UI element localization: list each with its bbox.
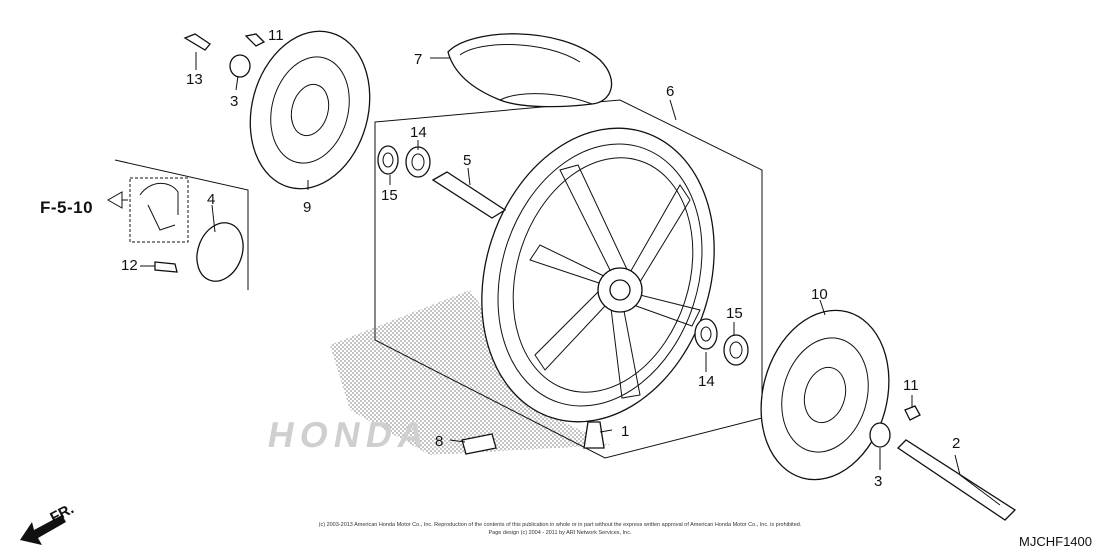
bolt-11-right — [904, 405, 921, 421]
right-brake-disc — [760, 309, 890, 481]
left-brake-disc — [249, 30, 371, 190]
callout-9: 9 — [303, 199, 311, 216]
watermark: HONDA — [265, 414, 434, 455]
callout-14-right: 14 — [698, 373, 715, 390]
ref-arrow — [106, 191, 128, 209]
front-wheel — [481, 127, 715, 423]
air-valve — [583, 421, 605, 449]
balance-weight — [461, 433, 497, 455]
callout-12: 12 — [121, 257, 138, 274]
collar-right — [869, 422, 891, 448]
leader-lines — [140, 35, 1001, 506]
fr-arrow-icon — [20, 515, 66, 545]
callout-2: 2 — [952, 435, 960, 452]
distance-collar — [431, 171, 507, 219]
copyright-line-2: Page design (c) 2004 - 2011 by ARI Netwo… — [488, 530, 632, 536]
bearing-right — [694, 318, 718, 350]
callout-15-left: 15 — [381, 187, 398, 204]
dust-seal-right — [723, 334, 749, 366]
callout-6: 6 — [666, 83, 674, 100]
bearing-left — [377, 145, 399, 175]
bolt-13 — [183, 33, 211, 51]
callout-3-left: 3 — [230, 93, 238, 110]
callout-7: 7 — [414, 51, 422, 68]
dotted-shadow — [330, 290, 610, 455]
callout-14-left: 14 — [410, 124, 427, 141]
sensor-dashed-box — [129, 177, 189, 243]
callout-1: 1 — [621, 423, 629, 440]
bolt-11-top — [244, 33, 266, 47]
callout-3-right: 3 — [874, 473, 882, 490]
diagram-code: MJCHF1400 — [1019, 534, 1092, 549]
callouts: 1 2 3 3 4 5 6 7 8 9 10 11 11 12 13 14 14… — [121, 27, 960, 490]
collar-left — [229, 54, 251, 78]
callout-8: 8 — [435, 433, 443, 450]
pulser-ring — [196, 222, 244, 282]
dust-seal-left — [405, 146, 431, 178]
reference-label[interactable]: F-5-10 — [40, 198, 94, 217]
callout-10: 10 — [811, 286, 828, 303]
callout-5: 5 — [463, 152, 471, 169]
tire — [447, 33, 613, 108]
callout-11-right: 11 — [903, 377, 919, 394]
sensor-box — [114, 159, 249, 290]
bolt-12 — [154, 261, 178, 273]
speed-sensor — [139, 182, 179, 231]
callout-11-top: 11 — [268, 27, 284, 44]
copyright-line-1: (c) 2003-2013 American Honda Motor Co., … — [318, 522, 802, 528]
callout-4: 4 — [207, 191, 215, 208]
callout-13: 13 — [186, 71, 203, 88]
callout-15-right: 15 — [726, 305, 743, 322]
front-axle — [896, 439, 1017, 521]
